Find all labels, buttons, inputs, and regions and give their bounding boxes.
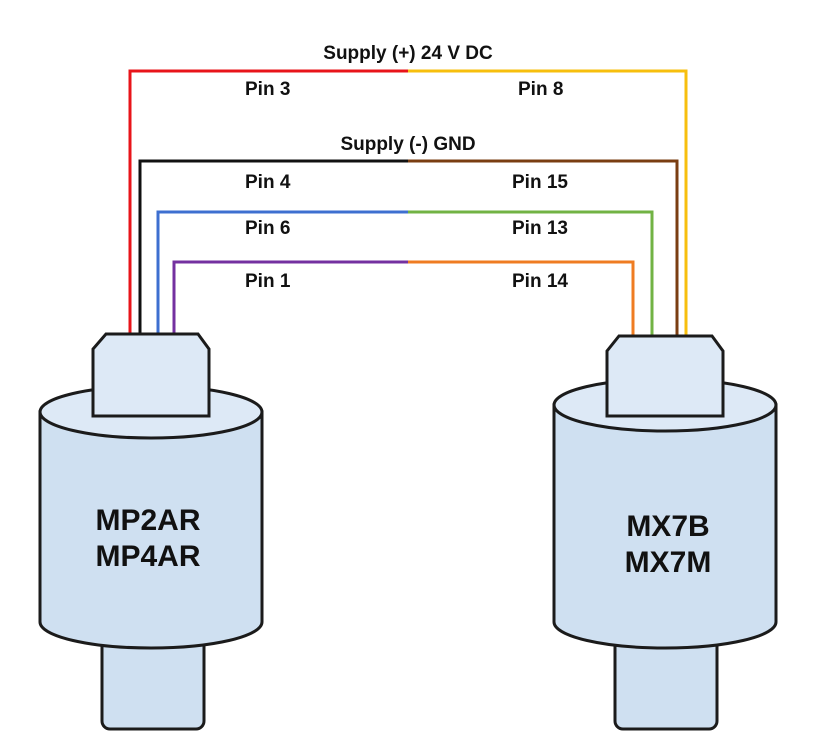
right-cylinder-body (552, 403, 778, 650)
pin-label-right-2: Pin 15 (512, 172, 568, 193)
wire-pin6-left (156, 210, 408, 334)
left-device-label-2: MP4AR (95, 540, 200, 573)
supply-positive-label: Supply (+) 24 V DC (323, 43, 493, 64)
left-cylinder-body (38, 410, 264, 650)
wire-pin13-right (408, 210, 654, 336)
pin-label-right-3: Pin 13 (512, 218, 568, 239)
pin-label-left-2: Pin 4 (245, 172, 291, 193)
right-connector (605, 334, 725, 418)
wire-pin1-left (172, 260, 408, 334)
supply-negative-label: Supply (-) GND (340, 134, 475, 155)
wire-pin4-left (138, 159, 408, 334)
pin-label-left-3: Pin 6 (245, 218, 290, 239)
left-connector (91, 332, 211, 418)
pin-label-right-1: Pin 8 (518, 79, 563, 100)
pin-label-left-1: Pin 3 (245, 79, 290, 100)
right-device-label-2: MX7M (625, 546, 712, 579)
wire-pin3-left (128, 69, 408, 334)
wire-pin14-right (408, 260, 635, 336)
right-transmitter: MX7B MX7M (552, 334, 778, 731)
pin-label-left-4: Pin 1 (245, 271, 291, 292)
right-device-label-1: MX7B (626, 510, 709, 543)
left-device-label-1: MP2AR (95, 504, 200, 537)
pin-label-right-4: Pin 14 (512, 271, 568, 292)
left-transmitter: MP2AR MP4AR (38, 332, 264, 731)
wire-pin8-right (408, 69, 688, 336)
wire-pin15-right (408, 159, 679, 336)
